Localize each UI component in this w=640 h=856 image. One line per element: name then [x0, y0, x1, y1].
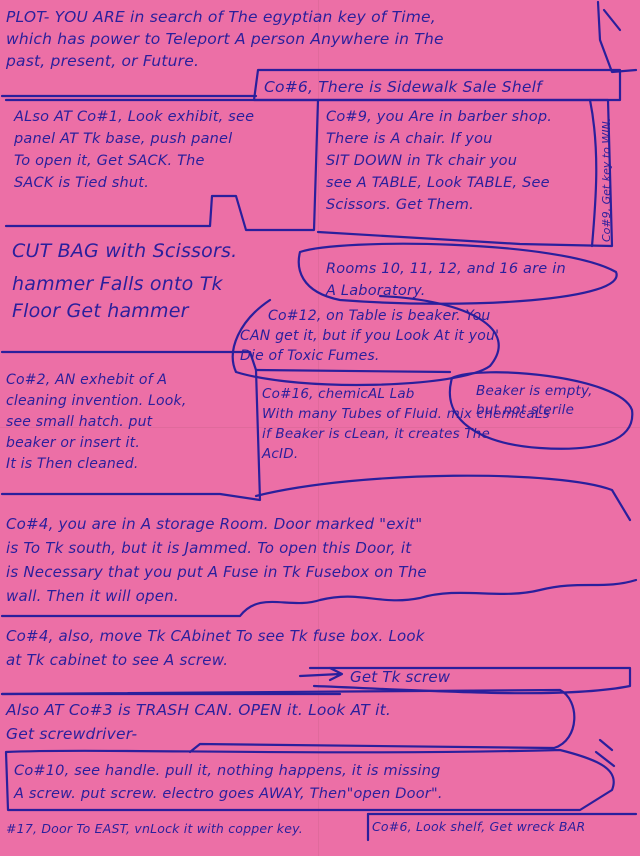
co3-line-1: Also AT Co#3 is TRASH CAN. OPEN it. Look… [6, 701, 391, 719]
co1-line-2: panel AT Tk base, push panel [14, 131, 233, 147]
co9-side-note-wrap: Co#9, Get key to WIN. [600, 112, 620, 242]
footer-co6-text: Co#6, Look shelf, Get wreck BAR [372, 819, 586, 834]
co16-line-4: AcID. [262, 446, 299, 462]
cut-bag-line-2: hammer Falls onto Tk [12, 273, 223, 295]
plot-block: PLOT- YOU ARE in search of The egyptian … [6, 6, 444, 72]
co1-line-3: To open it, Get SACK. The [14, 153, 205, 169]
co9-line-2: There is A chair. If you [326, 131, 493, 147]
co16-block: Co#16, chemicAL Lab With many Tubes of F… [262, 384, 550, 464]
co16-line-3: if Beaker is cLean, it creates The [262, 426, 491, 442]
co1-block: ALso AT Co#1, Look exhibit, see panel AT… [14, 106, 254, 194]
co6-shelf-text: Co#6, There is Sidewalk Sale Shelf [264, 78, 542, 96]
plot-line-1: PLOT- YOU ARE in search of The egyptian … [6, 8, 436, 26]
rooms-line-1: Rooms 10, 11, 12, and 16 are in [326, 261, 566, 277]
co12-line-2: CAN get it, but if you Look At it you' [240, 328, 500, 344]
co4-storage-line-4: wall. Then it will open. [6, 587, 179, 605]
co4-storage-line-1: Co#4, you are in A storage Room. Door ma… [6, 515, 423, 533]
co2-line-1: Co#2, AN exhebit of A [6, 372, 168, 388]
co10-block: Co#10, see handle. pull it, nothing happ… [14, 760, 443, 806]
plot-line-2: which has power to Teleport A person Any… [6, 30, 444, 48]
co1-line-4: SACK is Tied shut. [14, 175, 150, 191]
co9-line-3: SIT DOWN in Tk chair you [326, 153, 518, 169]
co4-storage-block: Co#4, you are in A storage Room. Door ma… [6, 512, 427, 608]
co4-storage-line-2: is To Tk south, but it is Jammed. To ope… [6, 539, 412, 557]
co10-line-1: Co#10, see handle. pull it, nothing happ… [14, 763, 441, 779]
co3-line-2: Get screwdriver- [6, 725, 138, 743]
co4-get-screw-note: Get Tk screw [350, 666, 450, 688]
co4-cabinet-line-2: at Tk cabinet to see A screw. [6, 651, 229, 669]
co4-storage-line-3: is Necessary that you put A Fuse in Tk F… [6, 563, 427, 581]
co2-line-3: see small hatch. put [6, 414, 153, 430]
cut-bag-line-1: CUT BAG with Scissors. [12, 240, 238, 262]
co16-line-2: With many Tubes of Fluid. mix chemicaLs [262, 406, 550, 422]
cut-bag-line-3: Floor Get hammer [12, 300, 189, 322]
paper-fold-horizontal [0, 427, 640, 428]
beaker-empty-line-1: Beaker is empty, [476, 383, 593, 399]
co9-line-1: Co#9, you Are in barber shop. [326, 109, 553, 125]
rooms-block: Rooms 10, 11, 12, and 16 are in A Labora… [326, 258, 566, 302]
co4-cabinet-line-3: Get Tk screw [350, 668, 451, 686]
beaker-empty-line-2: but not sterile [476, 402, 575, 418]
footer-co17-text: #17, Door To EAST, vnLock it with copper… [6, 821, 303, 836]
co6-shelf-note: Co#6, There is Sidewalk Sale Shelf [264, 76, 542, 98]
co2-line-2: cleaning invention. Look, [6, 393, 187, 409]
co2-block: Co#2, AN exhebit of A cleaning invention… [6, 370, 187, 475]
co4-cabinet-line-1: Co#4, also, move Tk CAbinet To see Tk fu… [6, 627, 425, 645]
co9-block: Co#9, you Are in barber shop. There is A… [326, 106, 552, 216]
co9-line-4: see A TABLE, Look TABLE, See [326, 175, 550, 191]
cut-bag-block: CUT BAG with Scissors. hammer Falls onto… [12, 238, 237, 325]
paper-fold-vertical [318, 0, 319, 856]
plot-line-3: past, present, or Future. [6, 52, 200, 70]
co12-line-3: Die of Toxic Fumes. [240, 348, 380, 364]
co12-block: Co#12, on Table is beaker. You CAN get i… [240, 306, 499, 366]
footer-co17-note: #17, Door To EAST, vnLock it with copper… [6, 818, 303, 840]
footer-co6-note: Co#6, Look shelf, Get wreck BAR [372, 816, 585, 838]
co12-line-1: Co#12, on Table is beaker. You [268, 308, 491, 324]
co9-line-5: Scissors. Get Them. [326, 197, 474, 213]
co9-side-note: Co#9, Get key to WIN. [600, 117, 613, 242]
co16-line-1: Co#16, chemicAL Lab [262, 386, 415, 402]
beaker-empty-block: Beaker is empty, but not sterile [476, 382, 593, 420]
co2-line-5: It is Then cleaned. [6, 456, 139, 472]
co3-block: Also AT Co#3 is TRASH CAN. OPEN it. Look… [6, 698, 391, 746]
rooms-line-2: A Laboratory. [326, 283, 426, 299]
co1-line-1: ALso AT Co#1, Look exhibit, see [14, 109, 255, 125]
co4-cabinet-block: Co#4, also, move Tk CAbinet To see Tk fu… [6, 624, 425, 672]
co10-line-2: A screw. put screw. electro goes AWAY, T… [14, 786, 443, 802]
co2-line-4: beaker or insert it. [6, 435, 140, 451]
